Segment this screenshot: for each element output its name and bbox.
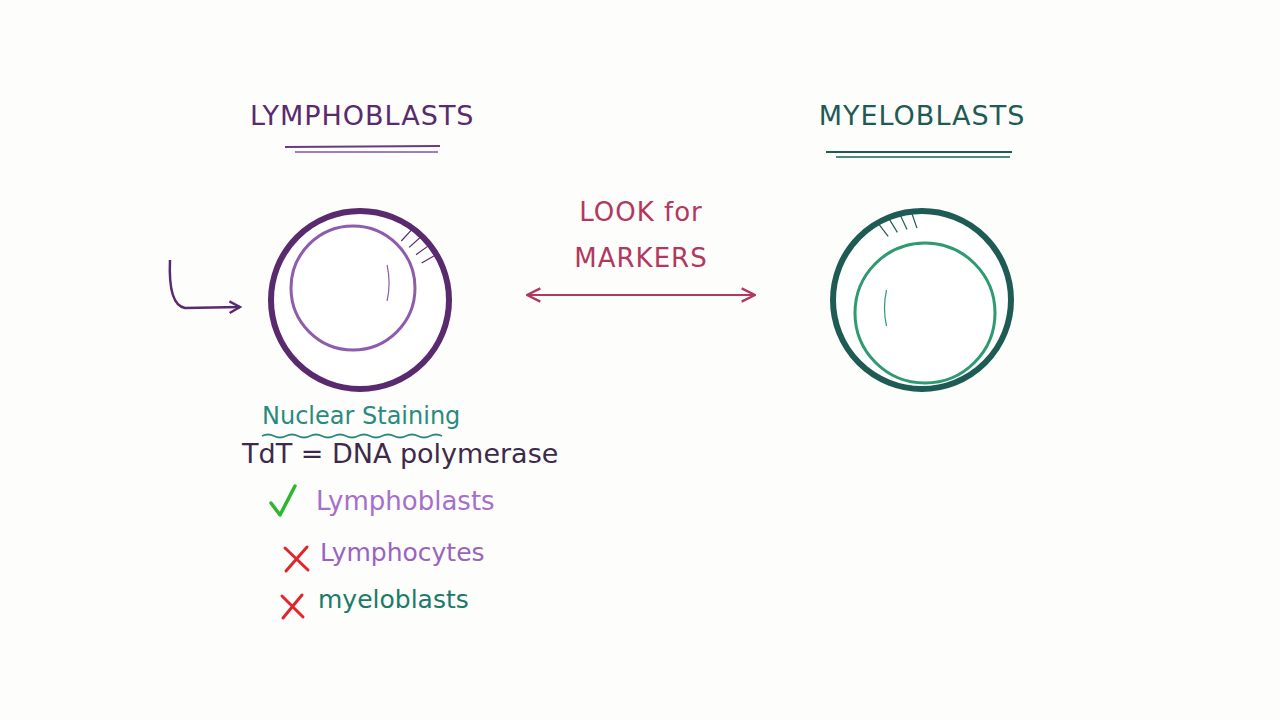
marker-arrow [527, 294, 755, 296]
heading-underline [836, 156, 1010, 158]
cell-heading: LYMPHOBLASTS [250, 100, 470, 131]
positive-cell: Lymphoblasts [316, 486, 495, 516]
check-mark [271, 486, 295, 515]
cell-circle [827, 205, 1017, 395]
negative-cell: Lymphocytes [320, 538, 485, 567]
heading-underline [285, 146, 440, 147]
cross-mark [282, 595, 303, 618]
cell-node: MYELOBLASTS [812, 100, 1032, 131]
cell-node: LYMPHOBLASTS [250, 100, 470, 131]
wavy-underline [262, 435, 442, 438]
heading-underline [295, 151, 438, 153]
stain-heading: Nuclear Staining [262, 402, 460, 430]
cross-mark [285, 547, 308, 571]
edge-label: LOOK for MARKERS [556, 190, 726, 281]
cell-circle [265, 205, 455, 395]
cell-heading: MYELOBLASTS [812, 100, 1032, 131]
heading-underline [826, 151, 1012, 153]
pointer-arrow [170, 260, 240, 308]
negative-cell: myeloblasts [318, 585, 469, 614]
cell-outline [265, 205, 455, 395]
enzyme-note: TdT = DNA polymerase [242, 438, 558, 469]
cell-outline [827, 205, 1017, 395]
